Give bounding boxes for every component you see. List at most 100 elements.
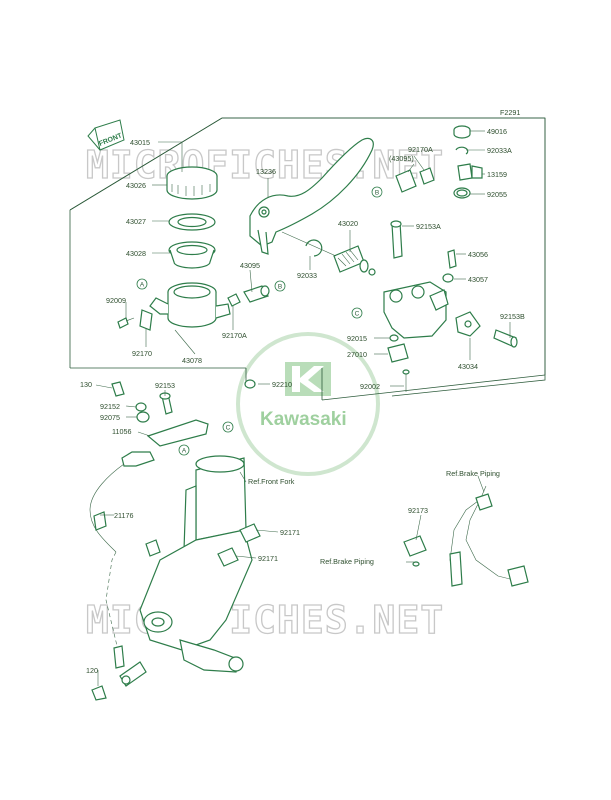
label-92152: 92152: [100, 402, 120, 411]
label-43015: 43015: [130, 138, 150, 147]
label-92015: 92015: [347, 334, 367, 343]
label-13159: 13159: [487, 170, 507, 179]
front-fork: [119, 455, 253, 687]
kawasaki-logo: Kawasaki: [236, 332, 380, 476]
screw-92015: [389, 334, 399, 342]
ref-brake-piping-bottom: Ref.Brake Piping: [320, 557, 374, 566]
bracket-11056: [146, 419, 209, 447]
clip-92171-lower: [217, 547, 239, 567]
label-43095-top: (43095): [389, 154, 414, 163]
callout-a-bottom-text: A: [182, 448, 187, 455]
brake-hose: [89, 451, 155, 669]
master-cylinder-body: [383, 281, 481, 339]
callout-c-top-text: C: [355, 311, 360, 318]
label-92170: 92170: [132, 349, 152, 358]
label-92033A: 92033A: [487, 146, 512, 155]
label-92153A: 92153A: [416, 222, 441, 231]
label-43095: 43095: [240, 261, 260, 270]
callout-c-bottom-text: C: [226, 425, 231, 432]
brake-piping: [449, 485, 529, 587]
cap-49016: [453, 125, 471, 139]
callout-b-mid: B: [274, 280, 286, 292]
callout-a-bottom: A: [178, 444, 190, 456]
watermark-bottom: MICROFICHES.NET: [86, 598, 444, 642]
label-27010: 27010: [347, 350, 367, 359]
label-43057: 43057: [468, 275, 488, 284]
label-13236: 13236: [256, 167, 276, 176]
bolt-92153: [159, 392, 173, 415]
circlip-92033A: [455, 146, 469, 155]
hose-43095-top: [395, 169, 417, 193]
label-92170A-top: 92170A: [408, 145, 433, 154]
label-43027: 43027: [126, 217, 146, 226]
label-43020: 43020: [338, 219, 358, 228]
hose-43095: [243, 285, 270, 303]
diaphragm-plate: [168, 213, 216, 231]
label-92002: 92002: [360, 382, 380, 391]
brake-lever: [249, 137, 374, 255]
bolt-92153B: [493, 329, 518, 348]
bolt-130: [111, 381, 125, 397]
cap-43057: [442, 273, 454, 283]
bolt-120: [91, 685, 107, 701]
label-92170A-left: 92170A: [222, 331, 247, 340]
label-120: 120: [86, 666, 98, 675]
label-92171-upper: 92171: [280, 528, 300, 537]
label-92173: 92173: [408, 506, 428, 515]
callout-a-top: A: [136, 278, 148, 290]
oring-92055: [453, 187, 471, 199]
callout-b-top: B: [371, 186, 383, 198]
diaphragm: [168, 241, 216, 269]
ref-brake-piping-top: Ref.Brake Piping: [446, 469, 500, 478]
ref-front-fork: Ref.Front Fork: [248, 477, 295, 486]
label-92033: 92033: [297, 271, 317, 280]
collar-92152: [135, 402, 147, 412]
clamp-92170A-top: [419, 167, 435, 185]
assembly-frame: [69, 117, 546, 401]
label-43028: 43028: [126, 249, 146, 258]
union-13159: [457, 163, 483, 181]
leader-lines: [95, 130, 511, 686]
bleeder-43056: [447, 249, 457, 269]
circlip-92033: [305, 239, 323, 257]
clamp-92173: [403, 535, 427, 567]
piston-kit: [333, 245, 376, 276]
label-92153: 92153: [155, 381, 175, 390]
callout-c-bottom: C: [222, 421, 234, 433]
screw-92009: [117, 317, 135, 329]
screw-92002: [402, 369, 410, 392]
reservoir-cap: [166, 166, 218, 200]
diagram-code: F2291: [500, 108, 520, 117]
clip-92171-upper: [239, 523, 261, 543]
label-92210: 92210: [272, 380, 292, 389]
callout-b-mid-text: B: [278, 284, 282, 291]
label-92009: 92009: [106, 296, 126, 305]
label-43026: 43026: [126, 181, 146, 190]
label-130: 130: [80, 380, 92, 389]
label-43056: 43056: [468, 250, 488, 259]
callout-a-top-text: A: [140, 282, 145, 289]
label-43078: 43078: [182, 356, 202, 365]
label-21176: 21176: [114, 511, 133, 520]
label-92075: 92075: [100, 413, 120, 422]
reservoir-body: [149, 282, 231, 328]
label-43034: 43034: [458, 362, 478, 371]
bolt-92153A: [390, 220, 403, 259]
label-92055: 92055: [487, 190, 507, 199]
front-arrow-marker: FRONT: [87, 119, 125, 151]
damper-92075: [136, 411, 150, 423]
switch-27010: [387, 343, 409, 363]
grommet-clamp: [145, 539, 161, 557]
washer-92210: [244, 379, 256, 389]
clamp-92170A-left: [227, 293, 241, 307]
label-11056: 11056: [112, 427, 131, 436]
label-92171-lower: 92171: [258, 554, 278, 563]
kawasaki-logo-text: Kawasaki: [260, 409, 347, 430]
callout-c-top: C: [351, 307, 363, 319]
label-92153B: 92153B: [500, 312, 525, 321]
part-labels: 43015 43026 43027 43028 92009 92170 4307…: [80, 127, 525, 675]
callout-b-top-text: B: [375, 190, 379, 197]
label-49016: 49016: [487, 127, 507, 136]
clamp-92170: [139, 309, 153, 331]
